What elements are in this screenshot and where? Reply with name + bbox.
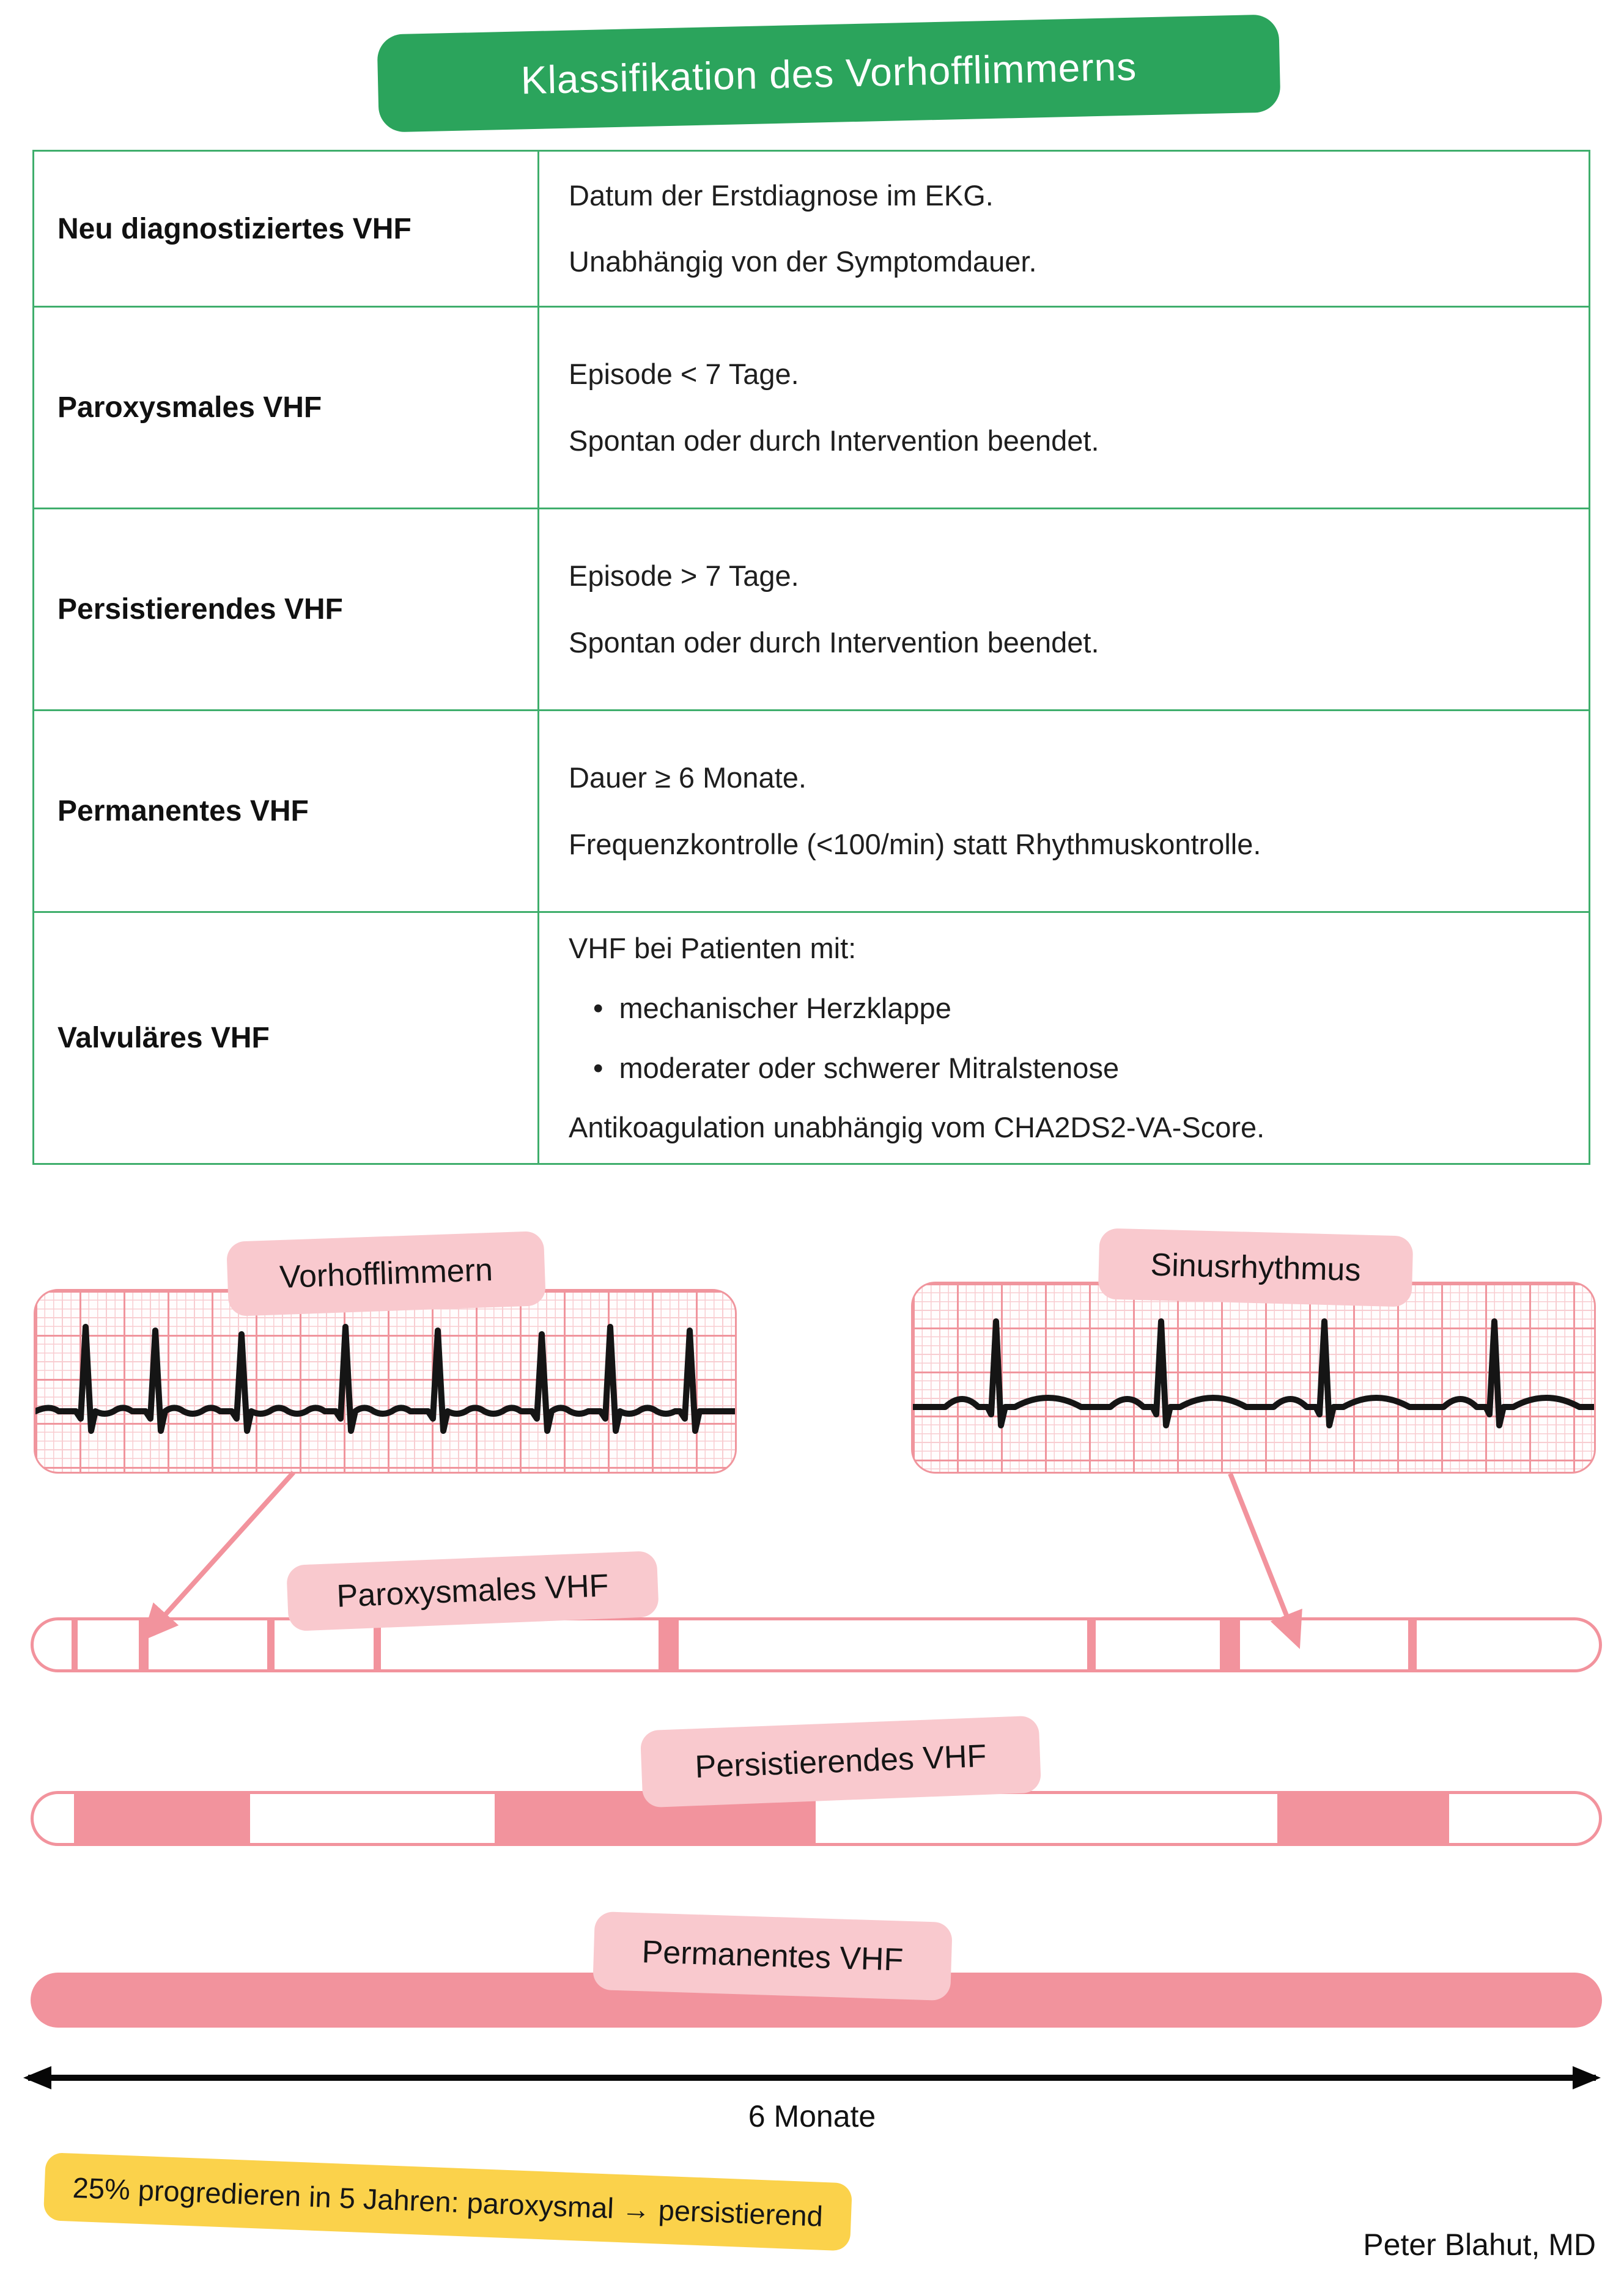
definition-line: Spontan oder durch Intervention beendet.	[569, 626, 1099, 659]
label-persistierendes-vhf: Persistierendes VHF	[640, 1715, 1042, 1808]
definition-line: Episode > 7 Tage.	[569, 559, 799, 593]
definition-cell: Episode < 7 Tage. Spontan oder durch Int…	[539, 308, 1589, 508]
time-axis-arrow	[23, 2066, 1601, 2089]
af-episode-block	[74, 1794, 250, 1843]
af-episode-stripe	[72, 1620, 78, 1669]
definition-line: Episode < 7 Tage.	[569, 358, 799, 391]
afib-waveform	[35, 1324, 735, 1434]
paroxysmal-bar	[31, 1617, 1602, 1672]
definition-cell: Episode > 7 Tage. Spontan oder durch Int…	[539, 509, 1589, 709]
definition-line: Antikoagulation unabhängig vom CHA2DS2-V…	[569, 1111, 1265, 1144]
definition-cell: VHF bei Patienten mit: •mechanischer Her…	[539, 913, 1589, 1163]
table-row: Valvuläres VHF VHF bei Patienten mit: •m…	[34, 911, 1589, 1163]
definition-line: Spontan oder durch Intervention beendet.	[569, 424, 1099, 457]
arrow-afib-to-bar	[141, 1471, 295, 1641]
ecg-strip-afib	[34, 1289, 737, 1474]
table-row: Persistierendes VHF Episode > 7 Tage. Sp…	[34, 508, 1589, 709]
table-row: Paroxysmales VHF Episode < 7 Tage. Spont…	[34, 306, 1589, 508]
author-credit: Peter Blahut, MD	[1363, 2228, 1596, 2262]
label-vorhofflimmern: Vorhofflimmern	[226, 1230, 546, 1317]
definition-line: Frequenzkontrolle (<100/min) statt Rhyth…	[569, 827, 1261, 860]
table-row: Permanentes VHF Dauer ≥ 6 Monate. Freque…	[34, 709, 1589, 911]
table-row: Neu diagnostiziertes VHF Datum der Erstd…	[34, 152, 1589, 306]
af-episode-stripe	[1087, 1620, 1096, 1669]
definition-cell: Dauer ≥ 6 Monate. Frequenzkontrolle (<10…	[539, 711, 1589, 911]
bullet-icon: •	[593, 991, 603, 1024]
arrowhead-right	[1573, 2066, 1601, 2089]
arrow-sinus-to-bar	[1228, 1472, 1302, 1649]
time-axis-label: 6 Monate	[748, 2099, 876, 2133]
classification-table: Neu diagnostiziertes VHF Datum der Erstd…	[32, 150, 1590, 1165]
term-cell: Neu diagnostiziertes VHF	[34, 152, 539, 306]
connector-arrows	[141, 1471, 1302, 1649]
bullet-item: •mechanischer Herzklappe	[569, 978, 1567, 1038]
definition-line: Unabhängig von der Symptomdauer.	[569, 245, 1037, 278]
term-cell: Paroxysmales VHF	[34, 308, 539, 508]
definition-line: Dauer ≥ 6 Monate.	[569, 761, 806, 794]
term-cell: Valvuläres VHF	[34, 913, 539, 1163]
af-episode-stripe	[1220, 1620, 1240, 1669]
definition-line: Datum der Erstdiagnose im EKG.	[569, 179, 994, 212]
bullet-item: •moderater oder schwerer Mitralstenose	[569, 1038, 1567, 1098]
label-permanentes-vhf: Permanentes VHF	[592, 1911, 953, 2001]
ecg-strip-sinus	[911, 1282, 1596, 1474]
term-cell: Persistierendes VHF	[34, 509, 539, 709]
af-episode-stripe	[374, 1620, 381, 1669]
page-title: Klassifikation des Vorhofflimmerns	[520, 44, 1137, 103]
definition-line: VHF bei Patienten mit:	[569, 932, 857, 964]
label-sinusrhythmus: Sinusrhythmus	[1098, 1228, 1414, 1307]
title-banner: Klassifikation des Vorhofflimmerns	[377, 14, 1281, 133]
af-episode-stripe	[659, 1620, 679, 1669]
term-cell: Permanentes VHF	[34, 711, 539, 911]
af-episode-stripe	[267, 1620, 275, 1669]
definition-cell: Datum der Erstdiagnose im EKG. Unabhängi…	[539, 152, 1589, 306]
af-episode-stripe	[1408, 1620, 1417, 1669]
progression-note: 25% progredieren in 5 Jahren: paroxysmal…	[43, 2152, 852, 2251]
af-episode-block	[1277, 1794, 1449, 1843]
bullet-icon: •	[593, 1051, 603, 1084]
sinus-waveform	[913, 1318, 1594, 1428]
arrowhead-left	[23, 2066, 51, 2089]
